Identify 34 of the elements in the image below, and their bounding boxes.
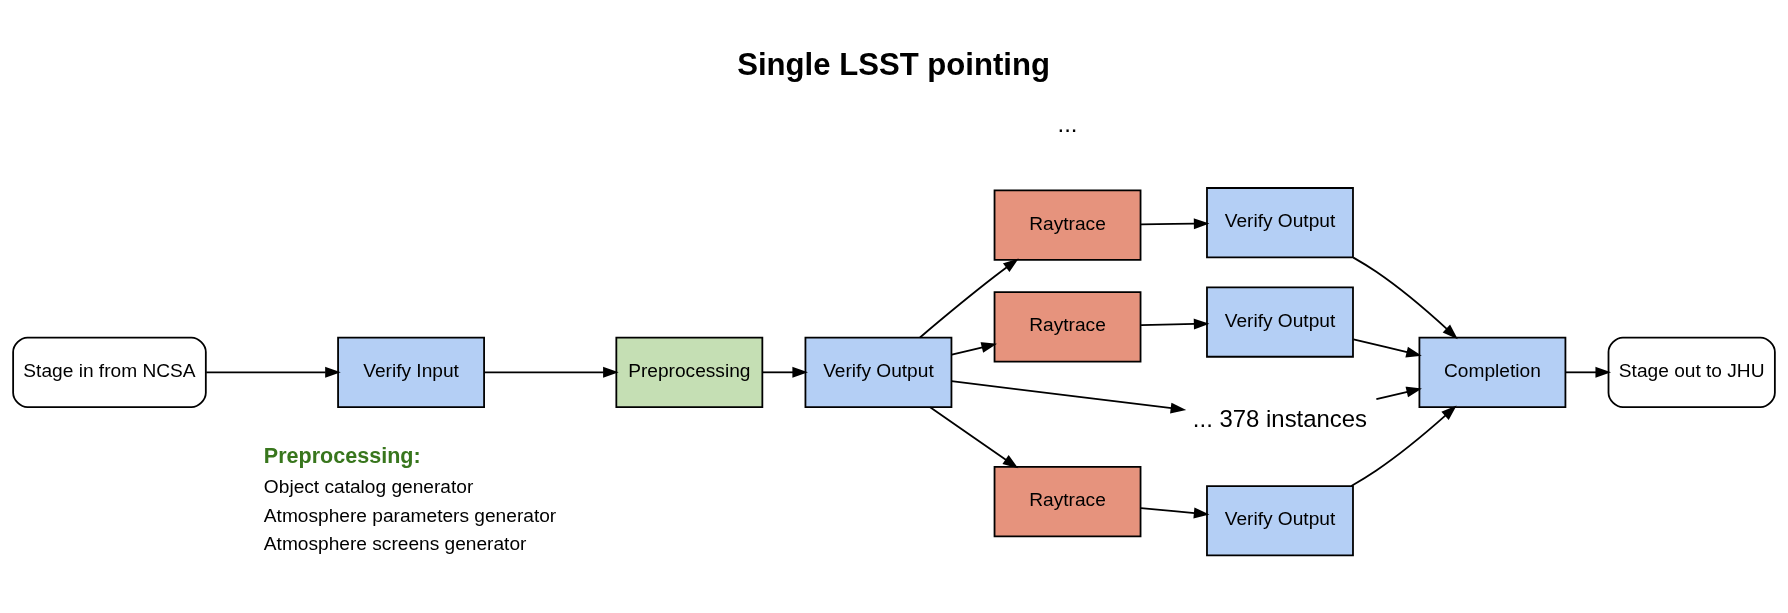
node-box: Verify Output <box>1206 187 1354 259</box>
node-box: Raytrace <box>993 291 1142 363</box>
node-box: Stage in from NCSA <box>12 336 207 408</box>
label: Object catalog generator <box>263 475 474 497</box>
arrow <box>919 258 1019 339</box>
label: Atmosphere screens generator <box>263 533 527 555</box>
arrow <box>1375 386 1422 401</box>
arrow <box>1352 256 1458 340</box>
arrow <box>1140 318 1210 330</box>
arrow <box>1350 405 1457 487</box>
node-box: Raytrace <box>993 466 1142 538</box>
node-box: Verify Output <box>1206 485 1354 557</box>
arrow <box>1140 507 1210 519</box>
node-text: ... 378 instances <box>1192 405 1368 433</box>
node-box: Verify Output <box>1206 286 1354 358</box>
diagram-title: Single LSST pointing <box>737 47 1051 83</box>
node-box: Verify Input <box>337 336 485 408</box>
arrow <box>761 366 808 378</box>
arrow <box>929 406 1019 469</box>
node-box: Completion <box>1418 336 1567 408</box>
label: ... <box>1057 109 1078 137</box>
label: Preprocessing: <box>263 443 421 468</box>
arrow <box>1352 338 1422 358</box>
label: Atmosphere parameters generator <box>263 504 557 526</box>
node-box: Raytrace <box>993 189 1142 261</box>
node-box: Preprocessing <box>615 336 764 408</box>
arrow <box>483 366 619 378</box>
node-box: Stage out to JHU <box>1607 336 1776 408</box>
arrow <box>1140 218 1210 230</box>
arrow <box>950 342 997 356</box>
node-box: Verify Output <box>804 336 953 408</box>
arrow <box>205 366 341 378</box>
arrow <box>1564 366 1612 378</box>
arrow <box>950 380 1187 414</box>
